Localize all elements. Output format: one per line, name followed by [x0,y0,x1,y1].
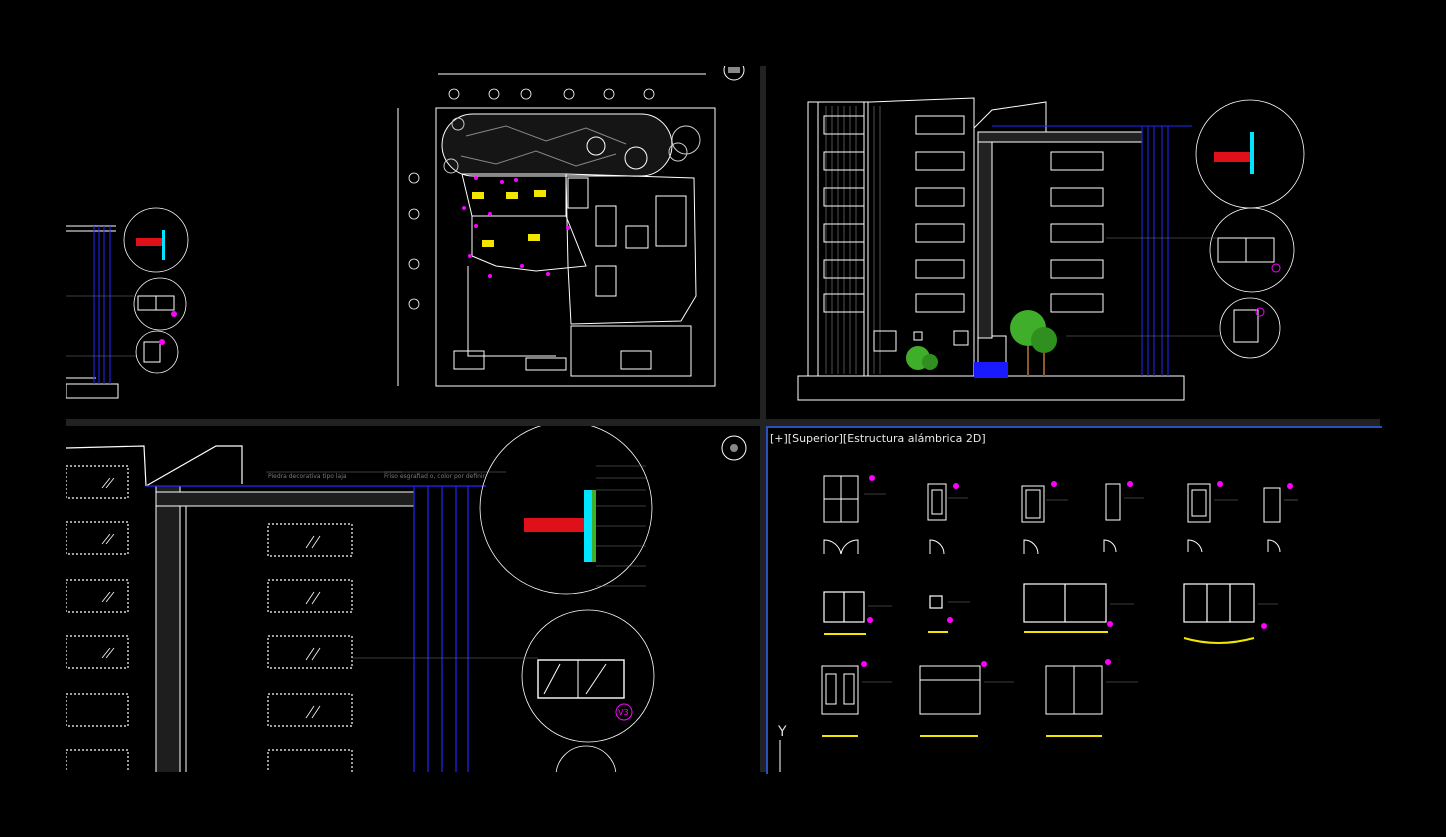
hatched-wall [155,485,415,772]
partial-elevation [66,225,119,399]
window-tag: V3 [618,708,629,717]
doors-windows-drawing [779,475,1298,772]
window-sill [822,631,1255,737]
magenta-markers [462,176,570,278]
detail-circle [1195,99,1305,359]
annotation-leaders [862,493,1298,683]
elevation-drawing [797,97,1305,401]
garden-area [441,113,701,177]
floor-plan-drawing [66,66,745,399]
note-friso: Friso esgrafiad o, color por definir [384,473,486,480]
hatched-wall [973,101,1143,339]
floor-plan-viewport[interactable] [66,66,760,419]
viewport-splitter-horizontal[interactable] [66,419,1380,426]
compass-icon [721,435,747,461]
window [823,115,1104,365]
detail-circle [479,426,655,772]
tree-icon [408,88,655,310]
elevation-detail-viewport[interactable]: Piedra decorativa tipo laja Friso esgraf… [66,426,760,772]
building-left-block [807,97,975,377]
blue-lines [992,125,1192,376]
door-plan [823,539,1281,555]
door-elevation [823,475,1281,523]
detail-circle [123,207,189,374]
compass-icon [723,66,745,81]
tree-icon [906,310,1057,376]
building-floor-plan [453,173,697,377]
elevation-viewport[interactable] [766,66,1380,419]
window-elevation [823,583,1255,623]
note-stone: Piedra decorativa tipo laja [268,473,347,480]
elevation-detail-drawing: Piedra decorativa tipo laja Friso esgraf… [66,426,747,772]
blue-lines [146,485,486,772]
viewport-label[interactable]: [+][Superior][Estructura alámbrica 2D] [770,432,986,445]
ground-base [797,375,1185,401]
furniture-symbols [472,190,546,247]
site-boundary [397,73,716,387]
ucs-axis-label: Y [778,724,787,740]
magenta-markers [861,475,1293,667]
doors-windows-viewport[interactable]: [+][Superior][Estructura alámbrica 2D] [766,426,1382,774]
door-elevation-lower [821,665,1103,715]
